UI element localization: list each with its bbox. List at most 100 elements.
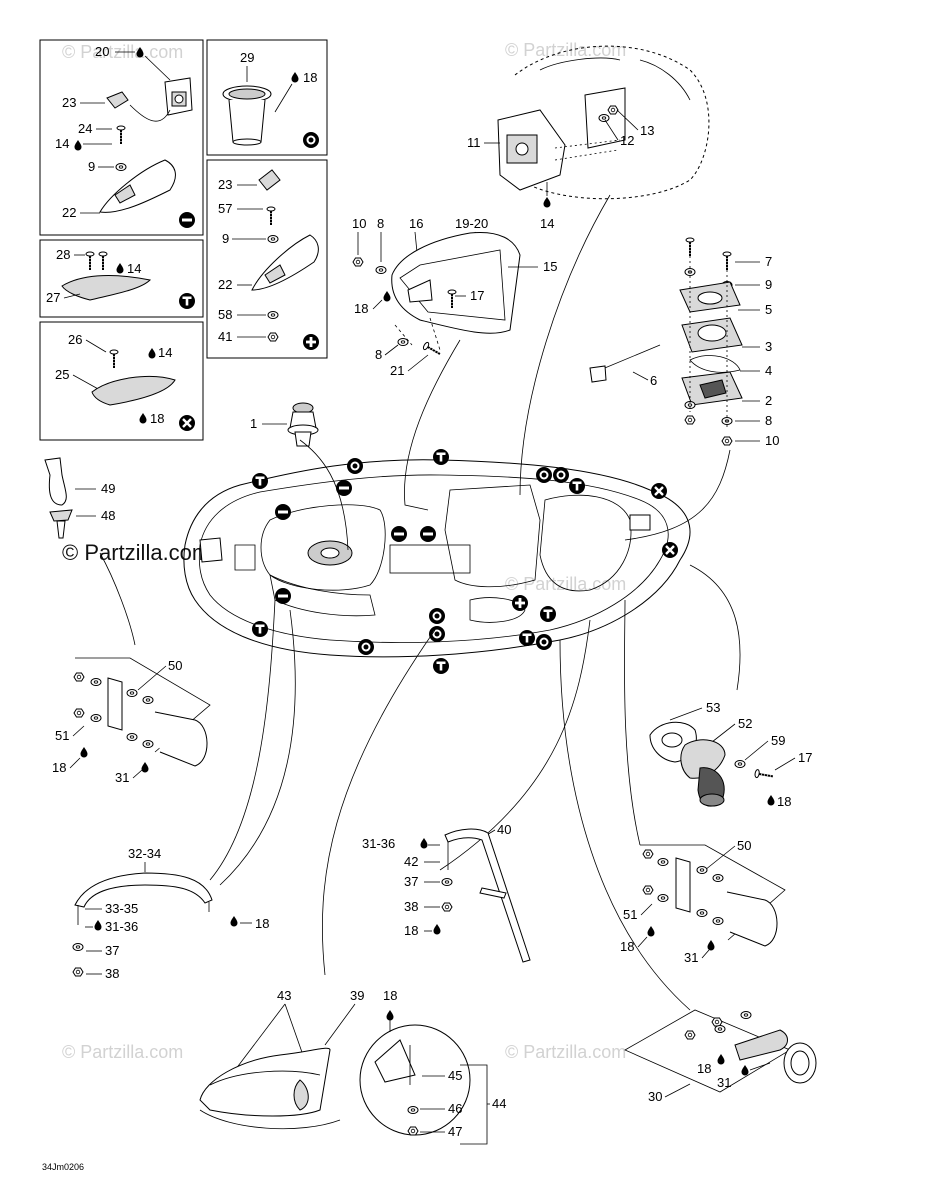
watermark-mid-right: © Partzilla.com: [505, 574, 626, 594]
label-26: 26: [68, 332, 82, 347]
label-40: 40: [497, 822, 511, 837]
drawing-code: 34Jm0206: [42, 1162, 84, 1172]
label-52: 52: [738, 716, 752, 731]
label-41: 41: [218, 329, 232, 344]
label-18i: 18: [697, 1061, 711, 1076]
cross-symbol: [177, 413, 197, 433]
label-4: 4: [765, 363, 772, 378]
label-11: 11: [467, 135, 481, 150]
watermark-bottom-left: © Partzilla.com: [62, 1042, 183, 1062]
label-33-35: 33-35: [105, 901, 138, 916]
label-10b: 10: [765, 433, 779, 448]
legend-box-cross: 26 14 25 18: [39, 321, 204, 441]
tee-symbol: [179, 293, 195, 309]
label-28: 28: [56, 247, 70, 262]
watermark-bottom-right: © Partzilla.com: [505, 1042, 626, 1062]
label-47: 47: [448, 1124, 462, 1139]
label-18f: 18: [255, 916, 269, 931]
legend-box-circle: 29 18: [206, 39, 328, 156]
label-24: 24: [78, 121, 92, 136]
label-18g: 18: [404, 923, 418, 938]
label-31a: 31: [115, 770, 129, 785]
label-51a: 51: [55, 728, 69, 743]
label-10a: 10: [352, 216, 366, 231]
label-13: 13: [640, 123, 654, 138]
minus-symbol: [179, 212, 195, 228]
label-53: 53: [706, 700, 720, 715]
label-59: 59: [771, 733, 785, 748]
label-38b: 38: [404, 899, 418, 914]
glovebox-lid-assembly: 10 8 16 19-20 15 18 17 8 21: [352, 216, 557, 378]
label-8c: 8: [765, 413, 772, 428]
seat-strap-assembly: 43 39: [199, 988, 364, 1130]
label-8b: 8: [375, 347, 382, 362]
label-15: 15: [543, 259, 557, 274]
label-17a: 17: [470, 288, 484, 303]
label-45: 45: [448, 1068, 462, 1083]
center-handle-assembly: 40 31-36 42 37 38 18: [362, 822, 531, 963]
label-50b: 50: [737, 838, 751, 853]
label-48: 48: [101, 508, 115, 523]
label-25: 25: [55, 367, 69, 382]
label-2: 2: [765, 393, 772, 408]
label-37b: 37: [404, 874, 418, 889]
label-39: 39: [350, 988, 364, 1003]
label-42: 42: [404, 854, 418, 869]
strap-fastener-detail: 18 45 46 47 44: [359, 988, 506, 1145]
label-18a: 18: [303, 70, 317, 85]
label-22b: 22: [218, 277, 232, 292]
label-57: 57: [218, 201, 232, 216]
label-18j: 18: [383, 988, 397, 1003]
label-50a: 50: [168, 658, 182, 673]
label-14c: 14: [158, 345, 172, 360]
label-17b: 17: [798, 750, 812, 765]
label-51b: 51: [623, 907, 637, 922]
label-31-36a: 31-36: [105, 919, 138, 934]
label-22a: 22: [62, 205, 76, 220]
label-6: 6: [650, 373, 657, 388]
label-7: 7: [765, 254, 772, 269]
label-31b: 31: [684, 950, 698, 965]
label-9b: 9: [222, 231, 229, 246]
label-37a: 37: [105, 943, 119, 958]
label-1: 1: [250, 416, 257, 431]
detail-glovebox-hinge: 11 12 13 14: [467, 45, 710, 231]
label-5: 5: [765, 302, 772, 317]
label-14b: 14: [127, 261, 141, 276]
label-30: 30: [648, 1089, 662, 1104]
hinge-stack-assembly: 7 9 5 3 4 6 2 8 10: [589, 237, 779, 448]
label-38a: 38: [105, 966, 119, 981]
legend-box-minus: 20 23 24 14 9 22: [39, 39, 204, 236]
label-18h: 18: [620, 939, 634, 954]
label-18d: 18: [52, 760, 66, 775]
label-16: 16: [409, 216, 423, 231]
label-9c: 9: [765, 277, 772, 292]
label-9a: 9: [88, 159, 95, 174]
hull-deck: [183, 449, 691, 674]
label-23b: 23: [218, 177, 232, 192]
label-31c: 31: [717, 1075, 731, 1090]
legend-box-plus: 23 57 9 22 58 41: [206, 159, 328, 359]
legend-box-tee: 28 14 27: [39, 239, 204, 318]
label-21: 21: [390, 363, 404, 378]
label-23a: 23: [62, 95, 76, 110]
label-20: 20: [95, 44, 109, 59]
label-46: 46: [448, 1101, 462, 1116]
label-49: 49: [101, 481, 115, 496]
label-18c: 18: [354, 301, 368, 316]
circle-symbol: [303, 132, 319, 148]
rear-cleat-assembly: 30 18 31: [624, 1009, 817, 1104]
label-19-20: 19-20: [455, 216, 488, 231]
label-14a: 14: [55, 136, 69, 151]
label-32-34: 32-34: [128, 846, 161, 861]
label-31-36b: 31-36: [362, 836, 395, 851]
label-14d: 14: [540, 216, 554, 231]
left-bracket-assembly: 50 51 18 31: [52, 657, 211, 785]
push-clip-48: 48: [49, 508, 115, 539]
label-8a: 8: [377, 216, 384, 231]
drain-plug-1: 1: [250, 402, 319, 447]
label-58: 58: [218, 307, 232, 322]
watermark-top-right: © Partzilla.com: [505, 40, 626, 60]
right-bracket-assembly: 50 51 18 31: [620, 838, 786, 965]
